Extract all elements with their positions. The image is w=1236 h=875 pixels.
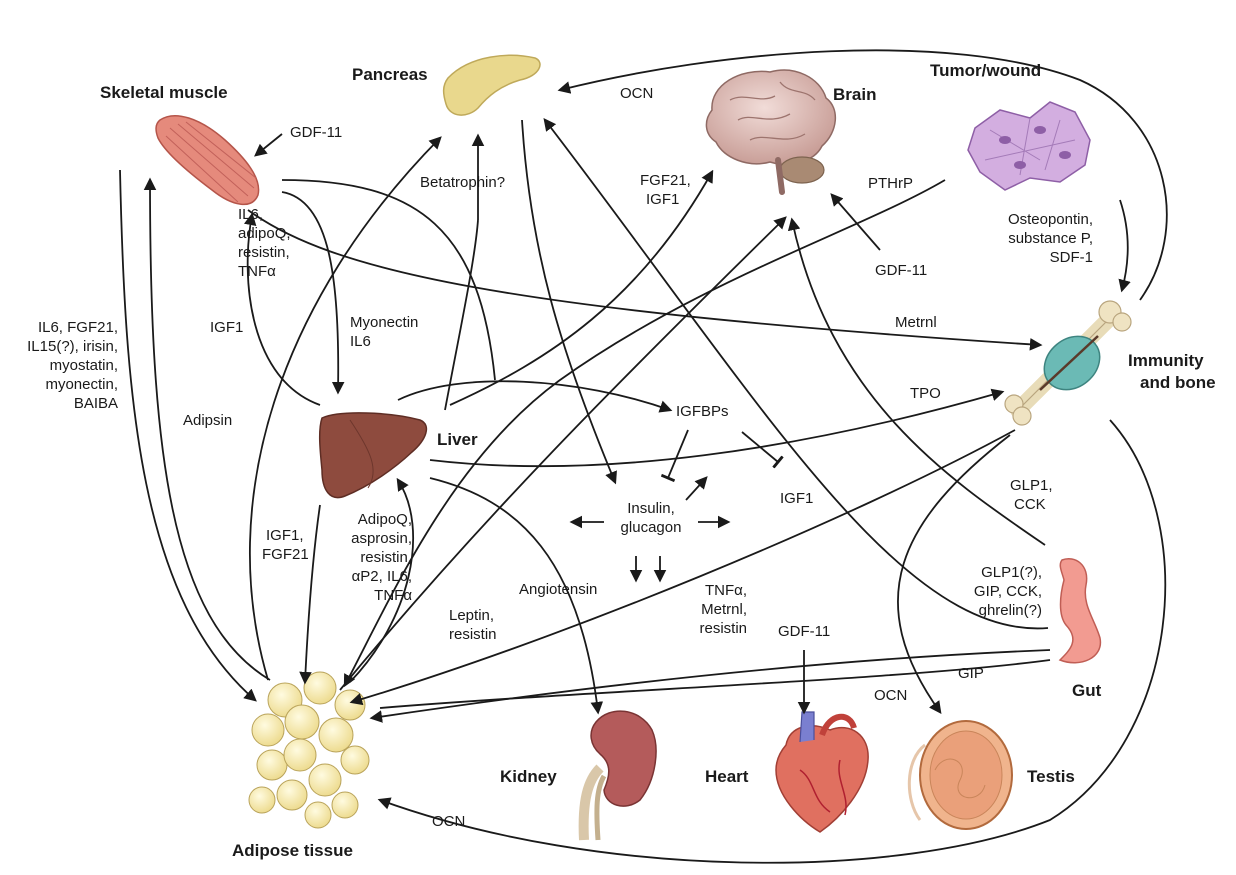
label-immunity: Immunity [1128, 351, 1204, 370]
arrow-pancreas-to-insulin [522, 120, 615, 482]
label-adipose-asprosin: asprosin, [351, 530, 412, 547]
label-angiotensin: Angiotensin [519, 581, 597, 598]
label-betatrophin: Betatrophin? [420, 174, 505, 191]
label-bone-metrnl: Metrnl, [701, 601, 747, 618]
label-substance-p: substance P, [1008, 230, 1093, 247]
label-bone-resistin: resistin [699, 620, 747, 637]
arrow-muscle-to-adipose [120, 170, 255, 700]
label-metrnl-top: Metrnl [895, 314, 937, 331]
label-ocn-bottom: OCN [432, 813, 465, 830]
label-m2a-1: IL6, FGF21, [38, 319, 118, 336]
factor-labels: GDF-11 OCN Betatrophin? FGF21, IGF1 PTHr… [27, 85, 1093, 830]
arrow-gut-to-adipose [372, 650, 1050, 718]
label-glp1: GLP1, [1010, 477, 1053, 494]
label-tumor-wound: Tumor/wound [930, 61, 1041, 80]
label-gut-glp1: GLP1(?), [981, 564, 1042, 581]
label-adipose: Adipose tissue [232, 841, 353, 860]
label-igf1-brain: IGF1 [646, 191, 679, 208]
label-gdf11-muscle: GDF-11 [290, 124, 342, 141]
label-and-bone: and bone [1140, 373, 1216, 392]
bone-illustration [1005, 301, 1131, 425]
label-skeletal-muscle: Skeletal muscle [100, 83, 228, 102]
label-adipose-tnfa: TNFα [374, 587, 412, 604]
label-adipose-ap2: αP2, IL6, [352, 568, 412, 585]
label-liver: Liver [437, 430, 478, 449]
kidney-illustration [584, 711, 656, 840]
label-resistin-leptin: resistin [449, 626, 497, 643]
label-gut-gip: GIP, CCK, [974, 583, 1042, 600]
tumor-cells-illustration [968, 102, 1090, 190]
label-gdf11-brain: GDF-11 [875, 262, 927, 279]
label-igfbps: IGFBPs [676, 403, 729, 420]
arrow-tumor-to-bone [1120, 200, 1128, 290]
label-adipose-adipoq: AdipoQ, [358, 511, 412, 528]
label-ocn-testis: OCN [874, 687, 907, 704]
pancreas-illustration [444, 55, 540, 115]
label-m2a-3: myostatin, [50, 357, 118, 374]
adipose-illustration [249, 672, 369, 828]
testis-illustration [909, 721, 1012, 829]
label-muscle-resistin: resistin, [238, 244, 290, 261]
label-myonectin: Myonectin [350, 314, 418, 331]
label-tpo: TPO [910, 385, 941, 402]
arrow-bone-to-adipose [352, 430, 1015, 702]
heart-illustration [776, 712, 868, 832]
label-ocn-top: OCN [620, 85, 653, 102]
label-igf1-adipose: IGF1, [266, 527, 304, 544]
arrow-insulin-up [686, 478, 706, 500]
label-cck: CCK [1014, 496, 1046, 513]
label-pancreas: Pancreas [352, 65, 428, 84]
liver-illustration [320, 413, 427, 498]
label-gip: GIP [958, 665, 984, 682]
label-gut: Gut [1072, 681, 1102, 700]
arrow-tumor-to-adipose [345, 180, 945, 685]
label-kidney: Kidney [500, 767, 557, 786]
arrow-gdf11-to-muscle [256, 134, 282, 155]
gut-illustration [1060, 559, 1100, 663]
label-muscle-il6: IL6, [238, 206, 263, 223]
label-glucagon: glucagon [621, 519, 682, 536]
label-m2a-5: BAIBA [74, 395, 118, 412]
label-m2a-4: myonectin, [45, 376, 118, 393]
label-fgf21: FGF21, [640, 172, 691, 189]
label-bone-tnfa: TNFα, [705, 582, 747, 599]
label-osteopontin: Osteopontin, [1008, 211, 1093, 228]
label-pthrp: PTHrP [868, 175, 913, 192]
arrow-gut-to-adipose-2 [380, 660, 1050, 708]
label-igf1-right: IGF1 [780, 490, 813, 507]
arrow-gut-to-pancreas [545, 120, 1048, 628]
arrow-muscle-to-igfbps [282, 180, 495, 380]
skeletal-muscle-illustration [156, 116, 259, 205]
label-muscle-adipoq: adipoQ, [238, 225, 291, 242]
label-m2a-2: IL15(?), irisin, [27, 338, 118, 355]
label-myonectin-il6: IL6 [350, 333, 371, 350]
brain-illustration [706, 70, 835, 192]
label-gut-ghrelin: ghrelin(?) [979, 602, 1042, 619]
arrow-liver-to-igfbps [398, 381, 670, 410]
arrow-gdf11-to-brain [832, 195, 880, 250]
label-adipsin: Adipsin [183, 412, 232, 429]
label-muscle-tnfa: TNFα [238, 263, 276, 280]
label-adipose-resistin: resistin, [360, 549, 412, 566]
label-brain: Brain [833, 85, 876, 104]
inhibit-igfbps-insulin [668, 430, 688, 478]
arrow-muscle-to-liver [282, 192, 338, 392]
label-sdf1: SDF-1 [1050, 249, 1093, 266]
label-testis: Testis [1027, 767, 1075, 786]
label-heart: Heart [705, 767, 749, 786]
arrow-liver-to-adipose [305, 505, 320, 682]
label-gdf11-heart: GDF-11 [778, 623, 830, 640]
label-fgf21-adipose: FGF21 [262, 546, 309, 563]
label-insulin: Insulin, [627, 500, 675, 517]
label-igf1-liver-muscle: IGF1 [210, 319, 243, 336]
label-leptin: Leptin, [449, 607, 494, 624]
